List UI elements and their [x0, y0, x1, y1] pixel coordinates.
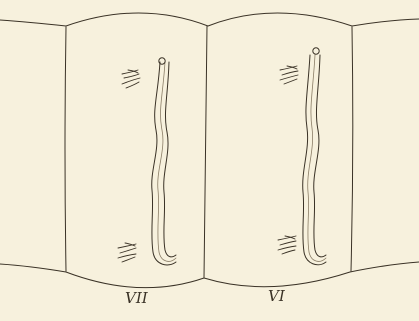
setae-lower-right: [278, 236, 296, 254]
segment-boundary-middle: [204, 26, 207, 278]
organ-right: [303, 48, 326, 265]
segment-boundary-right: [351, 27, 353, 271]
organ-left: [152, 58, 176, 265]
organ-left-opening: [159, 58, 165, 64]
organ-right-opening: [313, 48, 319, 54]
segment-bottom-outline: [0, 262, 419, 288]
segment-top-outline: [0, 13, 419, 26]
segment-label-vi: VI: [268, 287, 285, 305]
setae-upper-left: [122, 70, 140, 88]
setae-upper-right: [280, 66, 298, 84]
segment-boundary-left: [65, 27, 66, 271]
setae-lower-left: [118, 243, 136, 262]
segment-label-vii: VII: [125, 289, 148, 307]
